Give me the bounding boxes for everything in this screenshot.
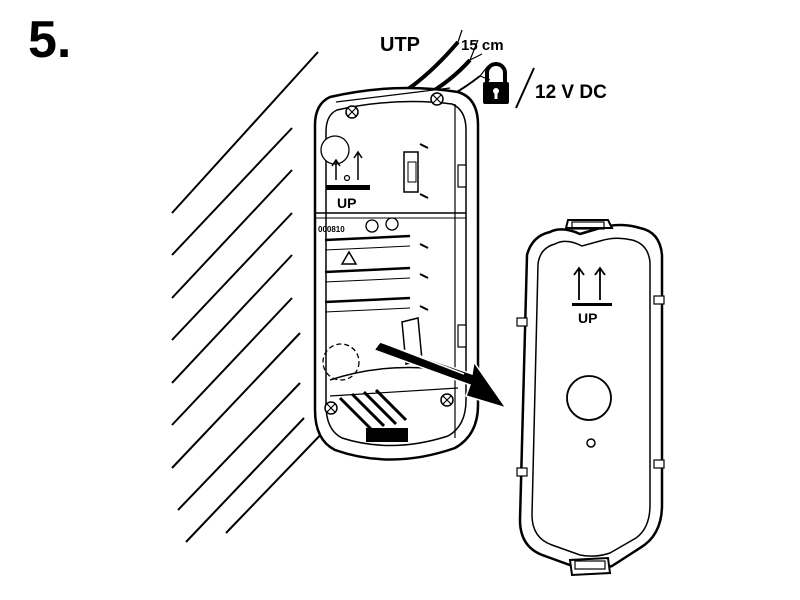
box-code-label: 000810 (318, 225, 345, 234)
bottom-clip (568, 556, 612, 577)
box-up-label: UP (337, 195, 356, 211)
cover-up-arrows-icon (573, 266, 606, 300)
cover-plate (516, 219, 665, 577)
utp-label: UTP (380, 34, 420, 56)
cover-inner (531, 237, 651, 557)
cover-up-label: UP (578, 310, 597, 326)
box-up-arrows-icon (331, 150, 363, 180)
wall-hatching (171, 51, 331, 543)
step-number: 5. (28, 11, 72, 69)
remove-direction-arrow (372, 341, 508, 410)
cover-small-hole (586, 438, 596, 448)
cover-center-hole (566, 375, 612, 421)
top-clip (564, 219, 614, 229)
voltage-label: 12 V DC (535, 82, 607, 103)
recycle-triangle-icon (340, 250, 358, 265)
mounting-box (313, 86, 480, 461)
padlock-icon (483, 62, 535, 109)
cable-length-label: 15 cm (461, 37, 504, 54)
bottom-cable-slot (366, 428, 408, 442)
